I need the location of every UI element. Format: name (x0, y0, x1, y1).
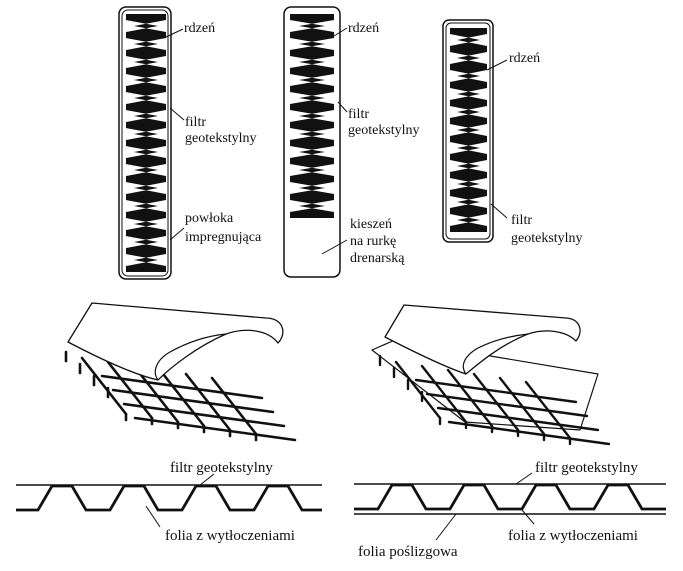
drain-left-casing (118, 6, 172, 280)
grid-left-crossbar (122, 402, 286, 428)
drain-right-core (450, 28, 487, 232)
drain-middle-pocket-label-1: kieszeń (350, 217, 392, 232)
geocomposite-right (371, 304, 611, 446)
section-left-filter-label: filtr geotekstylny (170, 460, 273, 476)
drain-left-core-label: rdzeń (184, 21, 215, 36)
grid-left-rod (158, 368, 206, 428)
drain-left-inner-casing (121, 9, 169, 277)
drain-middle-pocket-label-3: drenarską (350, 251, 405, 266)
grid-right-rod (394, 360, 442, 420)
drain-right-filter-leader (490, 203, 508, 219)
drain-middle-pocket-label-2: na rurkę (350, 234, 396, 249)
section-right-foil-label: folia z wytłoczeniami (508, 528, 638, 544)
drain-middle-core-label: rdzeń (348, 21, 379, 36)
grid-left-rod (106, 360, 154, 420)
grid-left-crossbar (111, 388, 275, 414)
drain-middle-casing (283, 6, 341, 278)
section-right: filtr geotekstylny folia z wytłoczeniami… (354, 460, 666, 560)
drain-left-core-leader (165, 28, 184, 38)
geocomposite-right-sheet-curl (462, 333, 529, 375)
drain-middle-core (290, 14, 334, 218)
geocomposite-left (64, 302, 297, 442)
drain-middle: rdzeń filtr geotekstylny kieszeń na rurk… (283, 6, 420, 278)
grid-right-crossbar (425, 392, 589, 418)
drain-left-filter-label-2: geotekstylny (185, 131, 257, 146)
geocomposite-left-sheet-curl (154, 333, 227, 381)
grid-right-rod (446, 368, 494, 428)
grid-left-crossbar (133, 416, 297, 442)
geocomposite-left-sheet (67, 302, 284, 381)
grid-left-crossbar (100, 374, 264, 400)
section-left-foil-leader (145, 505, 161, 528)
section-right-filter-leader (515, 472, 533, 485)
drain-middle-pocket-leader (321, 239, 348, 255)
drain-right-filter-label-2: geotekstylny (511, 231, 583, 246)
grid-right-rod (420, 364, 468, 424)
drain-right-core-label: rdzeń (509, 51, 540, 66)
section-right-filter-label: filtr geotekstylny (535, 460, 638, 476)
geocomposite-right-grid (378, 354, 611, 446)
drain-right-casing (442, 19, 494, 243)
section-left: filtr geotekstylny folia z wytłoczeniami (16, 460, 322, 544)
drain-middle-filter-label-2: geotekstylny (348, 123, 420, 138)
drain-left-core (126, 14, 166, 272)
section-right-slip-foil-label: folia poślizgowa (358, 544, 458, 560)
grid-left-rod (80, 356, 128, 416)
section-left-foil-label: folia z wytłoczeniami (165, 528, 295, 544)
geocomposite-left-grid (64, 350, 297, 442)
drain-left-coating-label-1: powłoka (185, 211, 234, 226)
drain-middle-filter-label-1: filtr (348, 107, 369, 122)
grid-right-crossbar (414, 378, 578, 404)
section-left-embossed-foil (16, 484, 322, 512)
grid-right-crossbar (447, 420, 611, 446)
drain-right: rdzeń filtr geotekstylny (442, 19, 583, 246)
grid-right-rod (472, 372, 520, 432)
drain-left-coating-leader (169, 227, 185, 241)
drain-right-core-leader (486, 59, 508, 71)
section-right-slip-foil-leader (435, 513, 457, 541)
section-right-embossed-foil (354, 483, 666, 511)
drain-middle-core-leader (333, 27, 348, 37)
drain-right-filter-label-1: filtr (511, 213, 532, 228)
drain-left-coating-label-2: impregnująca (185, 230, 262, 245)
drain-left-filter-label-1: filtr (185, 115, 206, 130)
grid-right-crossbar (436, 406, 600, 432)
drain-left-filter-leader (169, 107, 185, 121)
section-right-foil-leader (521, 509, 535, 525)
drain-left: rdzeń filtr geotekstylny powłoka impregn… (118, 6, 262, 280)
drain-right-inner-casing (445, 22, 491, 240)
section-left-filter-leader (199, 473, 215, 486)
drain-middle-filter-leader (337, 101, 348, 113)
